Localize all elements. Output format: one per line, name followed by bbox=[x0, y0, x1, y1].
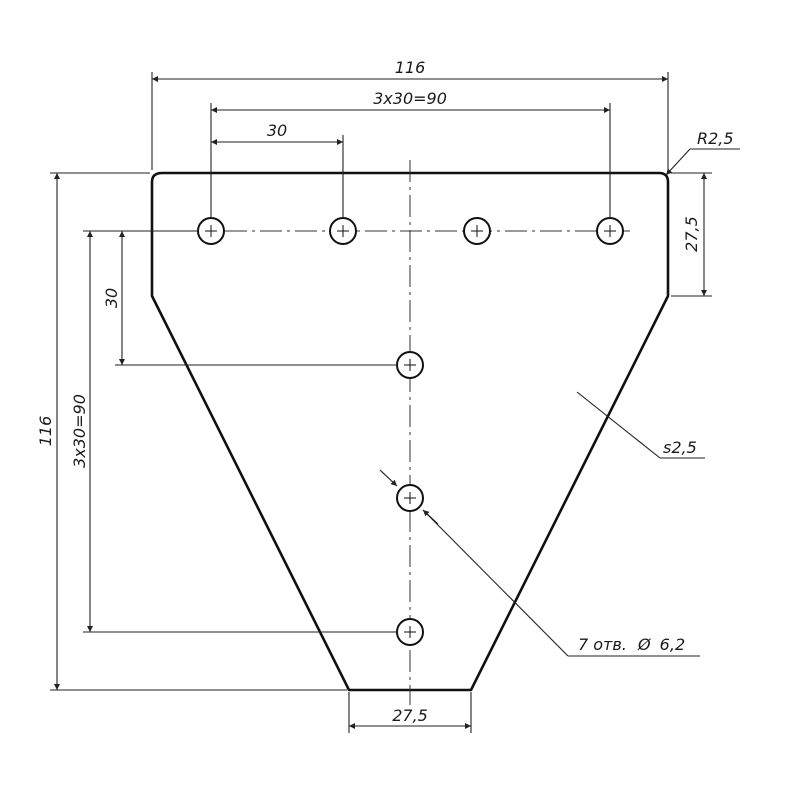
hole-6 bbox=[396, 484, 424, 512]
hole-2 bbox=[329, 217, 357, 245]
dim-overall-width-label: 116 bbox=[395, 58, 426, 77]
dim-side-height: 27,5 bbox=[671, 172, 712, 297]
dim-side-height-label: 27,5 bbox=[682, 216, 701, 252]
holes-callout: 7 отв. Ø 6,2 bbox=[379, 469, 700, 657]
hole-7 bbox=[396, 618, 424, 646]
dim-bottom-width: 27,5 bbox=[348, 692, 472, 733]
dim-bottom-width-label: 27,5 bbox=[392, 706, 428, 725]
dim-overall-width: 116 bbox=[151, 58, 669, 170]
holes-callout-prefix: 7 отв. bbox=[578, 635, 627, 654]
dim-hole-pitch-vertical-label: 30 bbox=[102, 288, 121, 308]
holes-callout-diameter: 6,2 bbox=[660, 635, 685, 654]
diameter-symbol: Ø bbox=[637, 635, 651, 654]
dim-overall-height-label: 116 bbox=[36, 416, 55, 447]
hole-3 bbox=[463, 217, 491, 245]
dim-hole-span-horizontal-label: 3x30=90 bbox=[373, 89, 447, 108]
dim-corner-radius: R2,5 bbox=[665, 129, 740, 176]
dim-overall-height: 116 bbox=[36, 172, 347, 691]
dim-hole-span-vertical: 3x30=90 bbox=[70, 230, 396, 633]
holes-callout-label: 7 отв. Ø 6,2 bbox=[578, 635, 685, 654]
dim-hole-span-horizontal: 3x30=90 bbox=[210, 89, 611, 218]
dim-thickness-label: s2,5 bbox=[663, 438, 697, 457]
dim-hole-pitch-horizontal-label: 30 bbox=[267, 121, 287, 140]
hole-4 bbox=[596, 217, 624, 245]
dim-thickness: s2,5 bbox=[576, 391, 705, 459]
hole-1 bbox=[197, 217, 225, 245]
plate-outline bbox=[150, 171, 670, 692]
dim-hole-pitch-vertical: 30 bbox=[102, 231, 396, 366]
dim-corner-radius-label: R2,5 bbox=[697, 129, 734, 148]
dim-hole-pitch-horizontal: 30 bbox=[211, 121, 344, 218]
hole-5 bbox=[396, 351, 424, 379]
dim-hole-span-vertical-label: 3x30=90 bbox=[70, 394, 89, 468]
